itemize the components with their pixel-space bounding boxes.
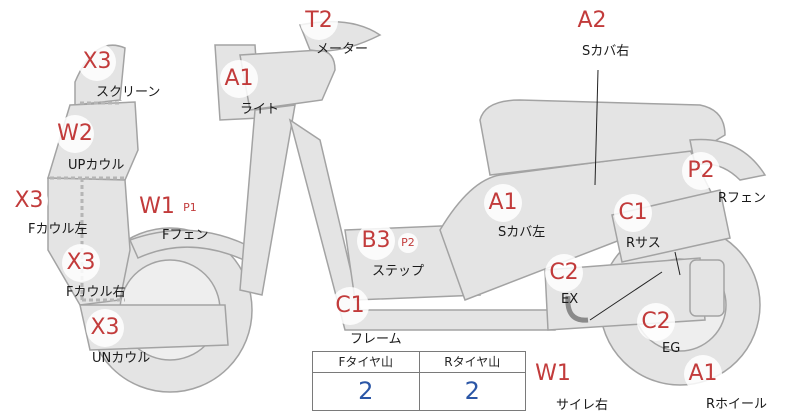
sub-grade-step: P2: [398, 233, 418, 253]
label-r-wheel: Rホイール: [706, 397, 768, 412]
rear-tread-value: 2: [464, 377, 480, 405]
grade-r-fender: P2: [682, 152, 720, 190]
label-screen: スクリーン: [96, 85, 161, 100]
sub-grade-f-fender: P1: [180, 198, 200, 218]
label-s-cover-right: Sカバ右: [582, 44, 630, 59]
grade-s-cover-right: A2: [573, 2, 611, 40]
label-s-cover-left: Sカバ左: [498, 225, 546, 240]
grade-engine: C2: [637, 303, 675, 341]
seat-shape: [479, 99, 726, 176]
label-up-cowl: UPカウル: [68, 158, 125, 173]
label-frame: フレーム: [350, 332, 402, 347]
grade-un-cowl: X3: [86, 309, 124, 347]
grade-exhaust: C2: [545, 254, 583, 292]
grade-light: A1: [220, 60, 258, 98]
label-un-cowl: UNカウル: [92, 351, 151, 366]
grade-up-cowl: W2: [56, 115, 94, 153]
front-tread-value: 2: [313, 373, 420, 410]
label-exhaust: EX: [561, 292, 579, 307]
grade-s-cover-left: A1: [484, 184, 522, 222]
grade-f-fender: W1: [138, 188, 176, 226]
grade-frame: C1: [331, 287, 369, 325]
grade-meter: T2: [300, 2, 338, 40]
grade-f-cowl-left: X3: [10, 182, 48, 220]
grade-screen: X3: [78, 43, 116, 81]
label-step: ステップ: [372, 264, 425, 279]
label-muffler-right: サイレ右: [556, 398, 609, 413]
grade-f-cowl-right: X3: [62, 244, 100, 282]
r-suspension-shape: [611, 189, 731, 263]
label-r-fender: Rフェン: [718, 191, 767, 206]
label-f-cowl-right: Fカウル右: [66, 285, 126, 300]
tire-tread-table: Fタイヤ山 Rタイヤ山 2 2: [312, 351, 526, 411]
front-tread-header: Fタイヤ山: [313, 352, 420, 372]
label-r-suspension: Rサス: [626, 236, 661, 251]
grade-step: B3: [357, 222, 395, 260]
label-meter: メーター: [316, 42, 369, 57]
label-light: ライト: [240, 102, 280, 117]
label-f-cowl-left: Fカウル左: [28, 222, 88, 237]
grade-muffler-right: W1: [534, 355, 572, 393]
grade-r-wheel: A1: [684, 355, 722, 393]
label-engine: EG: [662, 341, 681, 356]
grade-r-suspension: C1: [614, 194, 652, 232]
label-f-fender: Fフェン: [162, 228, 209, 243]
rear-tread-header: Rタイヤ山: [444, 355, 501, 369]
